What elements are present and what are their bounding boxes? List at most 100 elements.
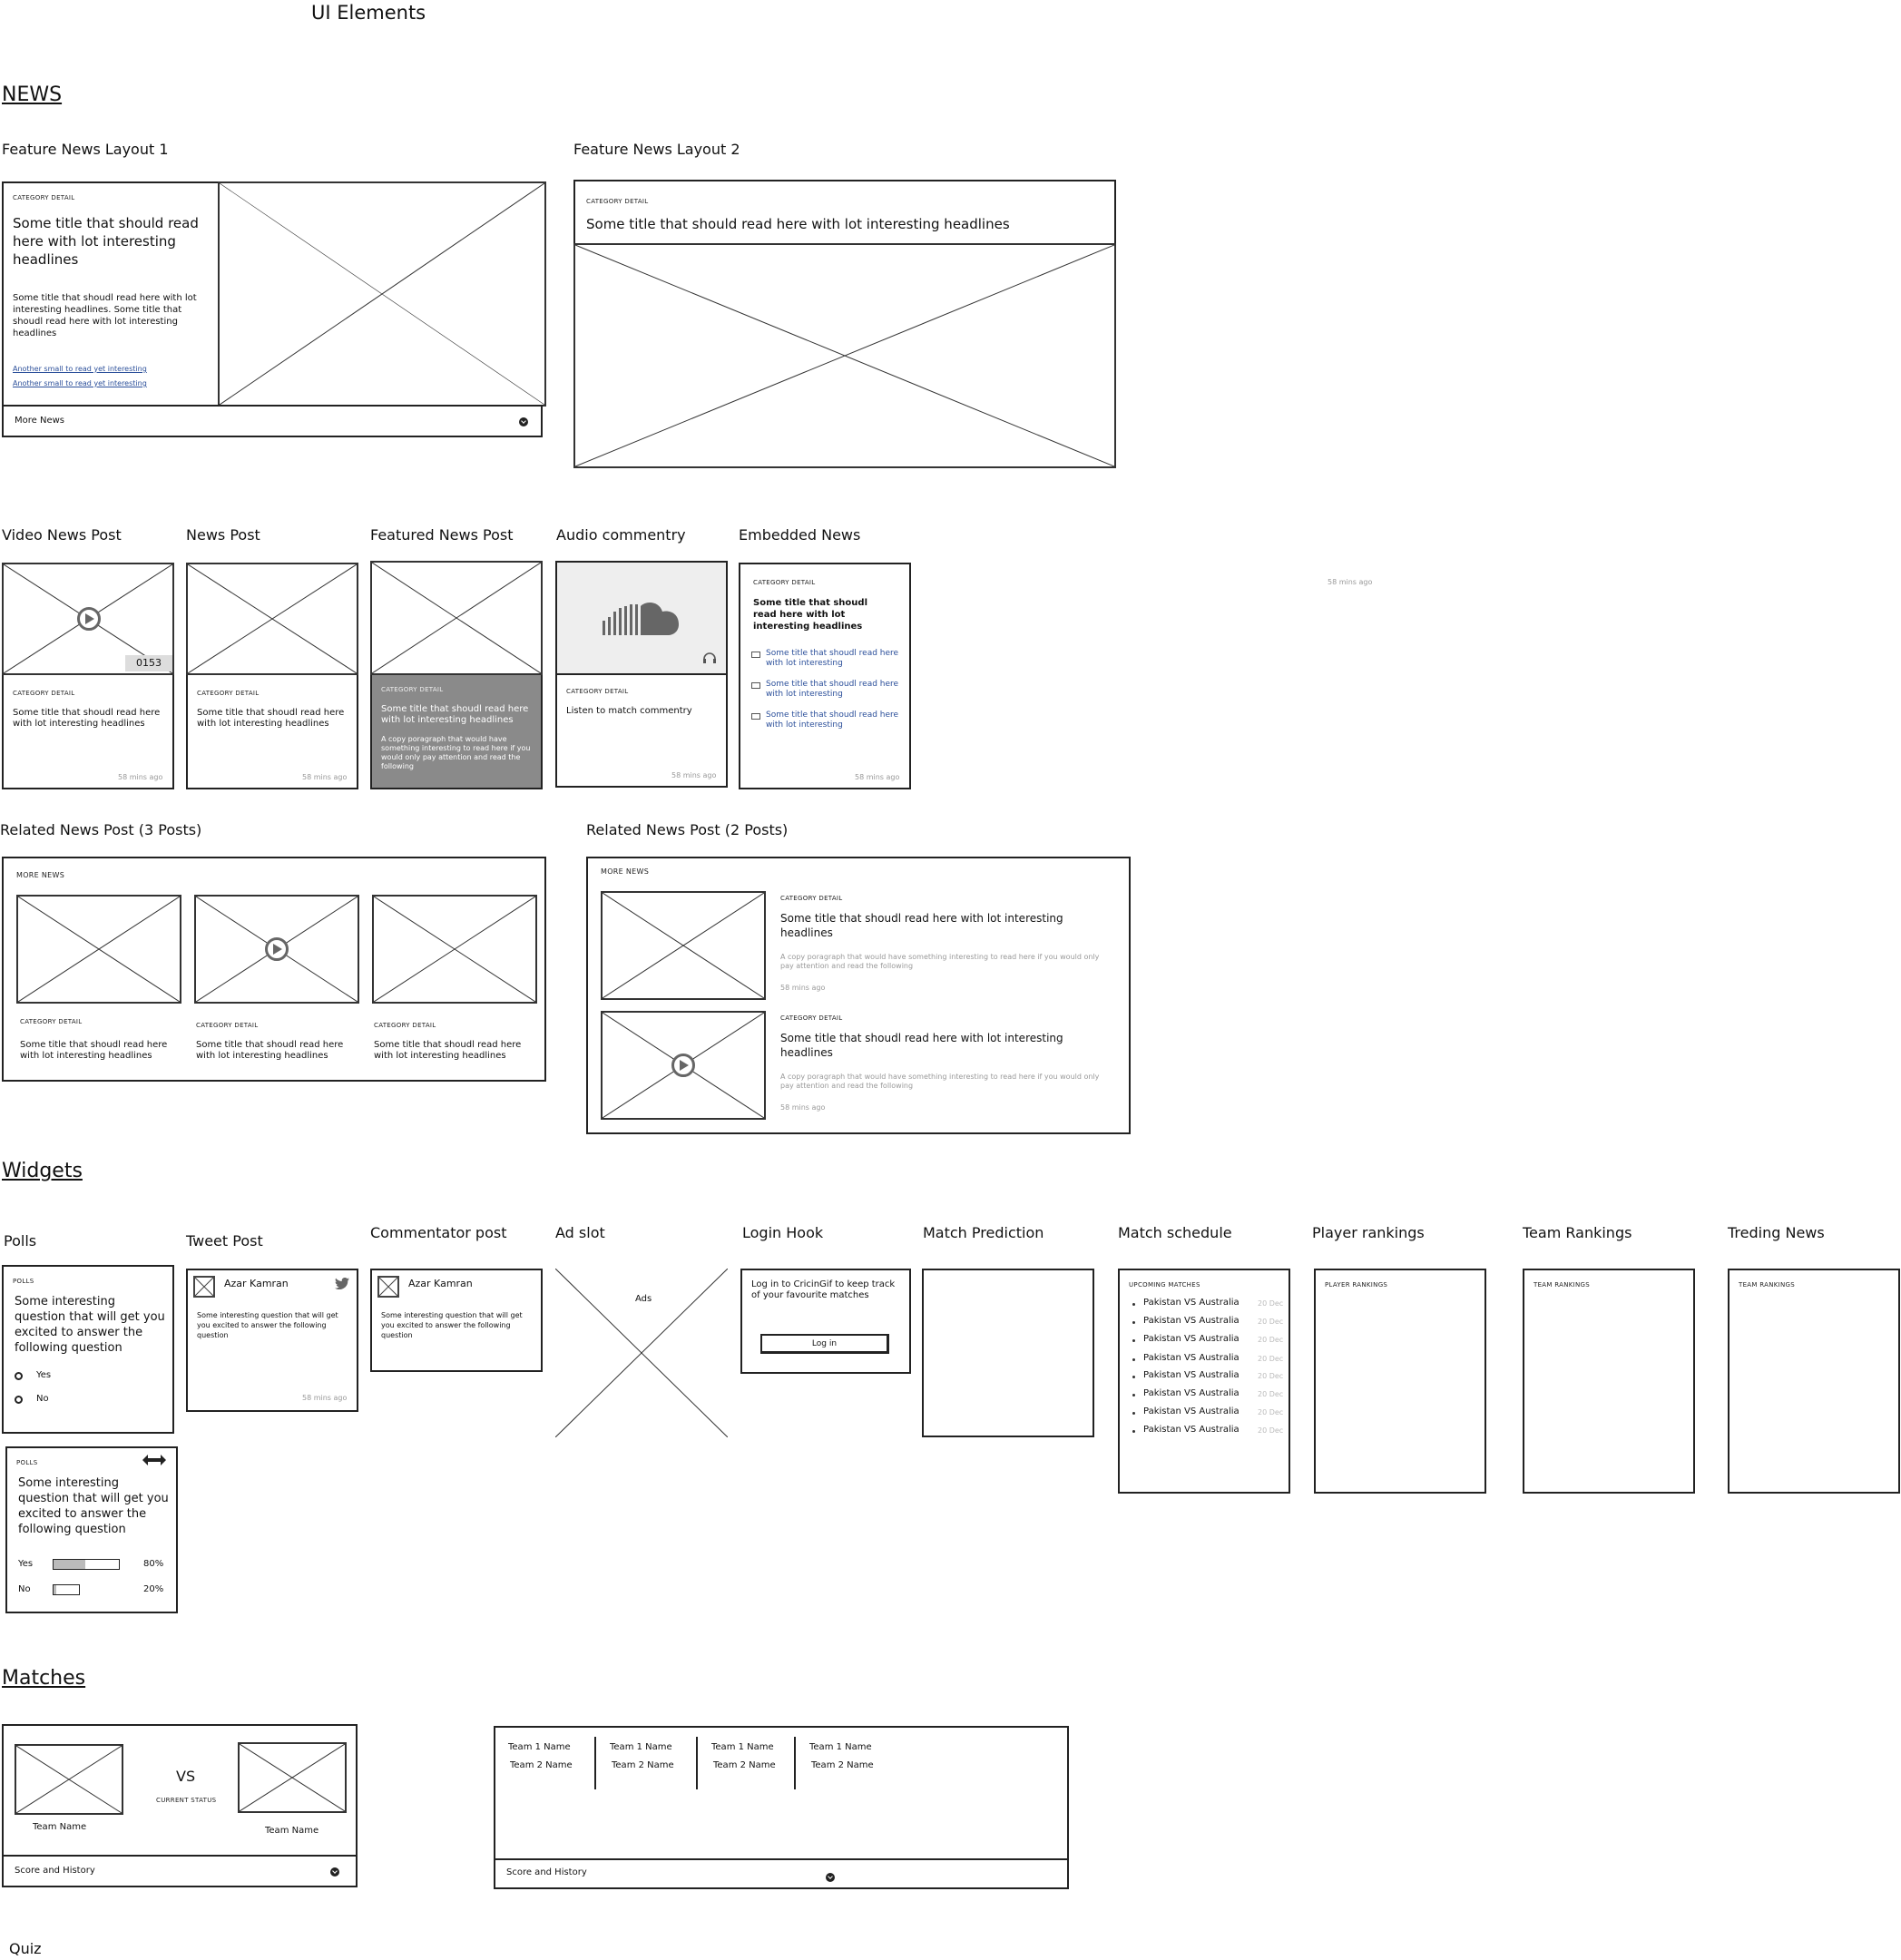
login-button[interactable]: Log in xyxy=(760,1334,889,1354)
image-placeholder[interactable] xyxy=(601,891,766,1000)
post-title[interactable]: Some title that shoudl read here with lo… xyxy=(13,708,161,729)
score-history-label[interactable]: Score and History xyxy=(15,1866,95,1876)
audio-player[interactable] xyxy=(557,563,726,675)
post-copy: A copy poragraph that would have somethi… xyxy=(381,735,531,770)
chevron-down-icon[interactable] xyxy=(330,1867,339,1877)
tweet-author[interactable]: Azar Kamran xyxy=(224,1278,289,1289)
game2-team2[interactable]: Team 2 Name xyxy=(612,1760,674,1770)
play-icon[interactable] xyxy=(265,937,289,961)
player-rankings-widget: PLAYER RANKINGS xyxy=(1314,1269,1486,1494)
news-post-card[interactable]: CATEGORY DETAIL Some title that shoudl r… xyxy=(186,563,358,789)
game1-team2[interactable]: Team 2 Name xyxy=(510,1760,573,1770)
poll-label: POLLS xyxy=(16,1459,38,1466)
multi-match-card[interactable]: Team 1 Name Team 2 Name Team 1 Name Team… xyxy=(494,1726,1069,1889)
result-yes-bar xyxy=(53,1559,120,1570)
video-news-post-card[interactable]: 0153 CATEGORY DETAIL Some title that sho… xyxy=(2,563,174,789)
schedule-match[interactable]: Pakistan VS Australia xyxy=(1143,1334,1240,1344)
vs-label: VS xyxy=(176,1768,196,1785)
poll-question: Some interesting question that will get … xyxy=(18,1476,169,1536)
post-title[interactable]: Some title that shoudl read here with lo… xyxy=(196,1040,344,1061)
category-label: CATEGORY DETAIL xyxy=(20,1018,83,1025)
tweet-post-label: Tweet Post xyxy=(186,1232,263,1250)
feature-news-layout2-card[interactable]: CATEGORY DETAIL Some title that should r… xyxy=(573,180,1116,468)
post-title[interactable]: Some title that shoudl read here with lo… xyxy=(780,1032,1063,1059)
category-label: CATEGORY DETAIL xyxy=(586,198,649,205)
score-history-label[interactable]: Score and History xyxy=(506,1867,587,1877)
divider xyxy=(4,1855,356,1857)
trending-news-widget: TEAM RANKINGS xyxy=(1728,1269,1900,1494)
image-placeholder xyxy=(218,181,546,407)
player-rankings-label: Player rankings xyxy=(1312,1224,1425,1241)
commentator-post-widget[interactable]: Azar Kamran Some interesting question th… xyxy=(370,1269,543,1372)
match-status: CURRENT STATUS xyxy=(156,1797,217,1804)
feature-link-2[interactable]: Another small to read yet interesting xyxy=(13,379,147,387)
image-placeholder xyxy=(370,561,543,675)
ad-slot-widget[interactable]: Ads xyxy=(555,1269,728,1437)
game3-team2[interactable]: Team 2 Name xyxy=(713,1760,776,1770)
embedded-news-card[interactable]: CATEGORY DETAIL Some title that shoudl r… xyxy=(739,563,911,789)
post-title[interactable]: Some title that shoudl read here with lo… xyxy=(374,1040,522,1061)
schedule-date: 20 Dec xyxy=(1258,1408,1284,1416)
feature2-title[interactable]: Some title that should read here with lo… xyxy=(586,216,1010,232)
schedule-match[interactable]: Pakistan VS Australia xyxy=(1143,1353,1240,1363)
category-label: CATEGORY DETAIL xyxy=(381,686,444,693)
image-placeholder xyxy=(573,243,1116,468)
game4-team1[interactable]: Team 1 Name xyxy=(809,1742,872,1752)
option-yes[interactable]: Yes xyxy=(36,1370,52,1380)
category-label: CATEGORY DETAIL xyxy=(780,1014,843,1022)
team1-name[interactable]: Team Name xyxy=(33,1822,87,1832)
play-icon[interactable] xyxy=(671,1054,695,1077)
embedded-item[interactable]: Some title that shoudl read here with lo… xyxy=(766,649,899,668)
swap-arrows-icon[interactable] xyxy=(142,1454,167,1466)
game3-team1[interactable]: Team 1 Name xyxy=(711,1742,774,1752)
game1-team1[interactable]: Team 1 Name xyxy=(508,1742,571,1752)
image-placeholder[interactable] xyxy=(372,895,537,1004)
featured-overlay: CATEGORY DETAIL Some title that shoudl r… xyxy=(372,675,541,788)
feature-news-layout1-card[interactable]: CATEGORY DETAIL Some title that should r… xyxy=(2,181,546,407)
video-news-post-label: Video News Post xyxy=(2,526,122,544)
post-title[interactable]: Some title that shoudl read here with lo… xyxy=(20,1040,168,1061)
embedded-title[interactable]: Some title that shoudl read here with lo… xyxy=(753,598,867,632)
featured-news-post-card[interactable]: CATEGORY DETAIL Some title that shoudl r… xyxy=(370,561,543,789)
commentator-author[interactable]: Azar Kamran xyxy=(408,1278,473,1289)
post-title[interactable]: Some title that shoudl read here with lo… xyxy=(381,704,529,725)
polls-label: Polls xyxy=(4,1232,37,1250)
radio-yes[interactable] xyxy=(15,1372,23,1380)
game4-team2[interactable]: Team 2 Name xyxy=(811,1760,874,1770)
image-placeholder[interactable] xyxy=(16,895,181,1004)
poll-label: POLLS xyxy=(13,1278,34,1285)
schedule-match[interactable]: Pakistan VS Australia xyxy=(1143,1316,1240,1326)
result-no-label: No xyxy=(18,1584,31,1594)
post-title[interactable]: Some title that shoudl read here with lo… xyxy=(780,912,1063,939)
match-card[interactable]: Team Name VS CURRENT STATUS Team Name Sc… xyxy=(2,1724,358,1887)
embedded-item[interactable]: Some title that shoudl read here with lo… xyxy=(766,710,899,730)
tweet-post-widget[interactable]: Azar Kamran Some interesting question th… xyxy=(186,1269,358,1412)
schedule-date: 20 Dec xyxy=(1258,1372,1284,1380)
section-widgets-heading: Widgets xyxy=(2,1160,83,1182)
play-icon[interactable] xyxy=(77,607,101,631)
team2-flag xyxy=(238,1742,347,1813)
option-no[interactable]: No xyxy=(36,1394,49,1404)
feature-link-1[interactable]: Another small to read yet interesting xyxy=(13,365,147,373)
embedded-item[interactable]: Some title that shoudl read here with lo… xyxy=(766,680,899,699)
game2-team1[interactable]: Team 1 Name xyxy=(610,1742,672,1752)
chevron-down-icon[interactable] xyxy=(826,1873,835,1882)
schedule-match[interactable]: Pakistan VS Australia xyxy=(1143,1298,1240,1308)
schedule-match[interactable]: Pakistan VS Australia xyxy=(1143,1388,1240,1398)
schedule-match[interactable]: Pakistan VS Australia xyxy=(1143,1406,1240,1416)
more-news-bar[interactable]: More News xyxy=(2,405,543,437)
post-copy: A copy poragraph that would have somethi… xyxy=(780,1073,1100,1090)
schedule-match[interactable]: Pakistan VS Australia xyxy=(1143,1370,1240,1380)
related-news-2-card: MORE NEWS CATEGORY DETAIL Some title tha… xyxy=(586,857,1131,1134)
headphones-icon xyxy=(703,652,716,663)
feature-title[interactable]: Some title that should read here with lo… xyxy=(13,215,199,268)
schedule-match[interactable]: Pakistan VS Australia xyxy=(1143,1425,1240,1435)
audio-title[interactable]: Listen to match commentry xyxy=(566,706,692,716)
audio-commentary-card[interactable]: CATEGORY DETAIL Listen to match commentr… xyxy=(555,561,728,788)
chevron-down-icon[interactable] xyxy=(519,417,528,426)
team2-name[interactable]: Team Name xyxy=(265,1826,319,1836)
radio-no[interactable] xyxy=(15,1396,23,1404)
post-title[interactable]: Some title that shoudl read here with lo… xyxy=(197,708,345,729)
video-duration: 0153 xyxy=(125,655,172,671)
avatar xyxy=(377,1276,399,1298)
